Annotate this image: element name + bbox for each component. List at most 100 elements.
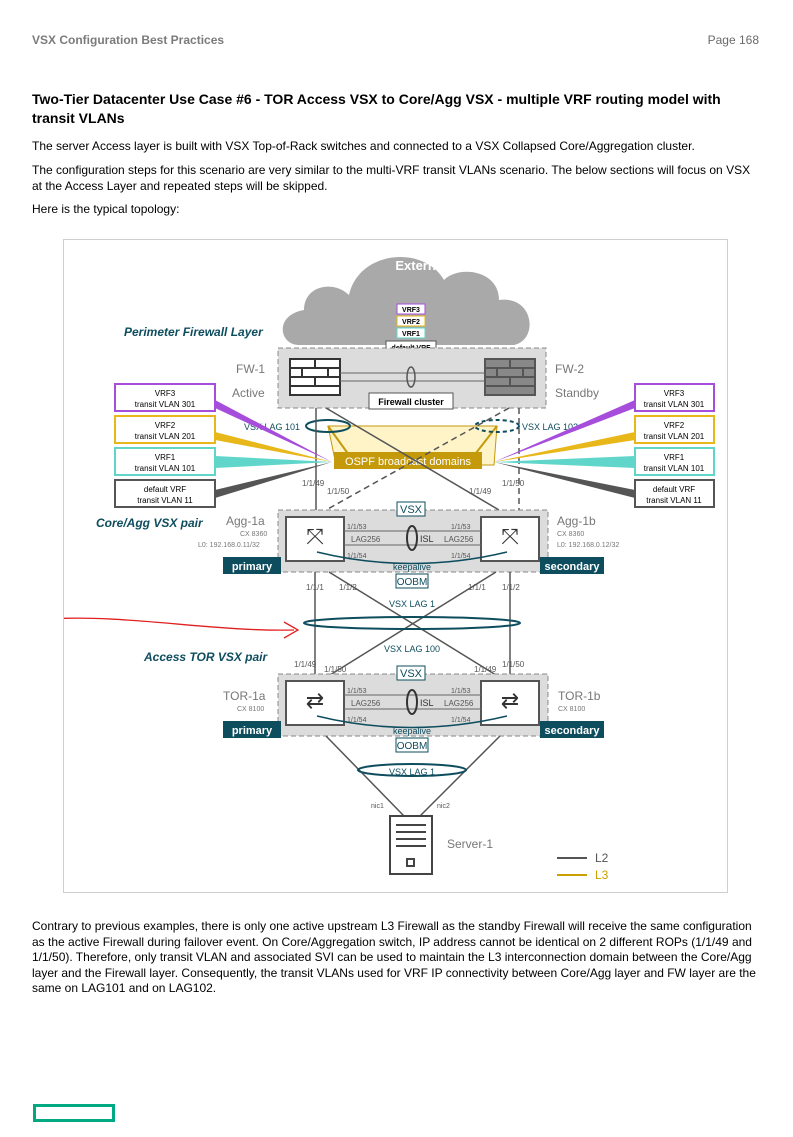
right-default-vrf-name: default VRF: [653, 485, 695, 494]
tor-vsx-label: VSX: [400, 668, 423, 680]
agg1a-role: primary: [232, 561, 273, 573]
agg-oobm-badge: [395, 573, 429, 589]
tor1a-switch-icon: [285, 680, 345, 726]
left-vrf2-name: VRF2: [155, 421, 176, 430]
tor-vsx-badge: [396, 665, 426, 681]
tor1b-switch-icon: [480, 680, 540, 726]
tor1b-port-149: 1/1/49: [474, 665, 497, 674]
red-annotation-arrow-icon: [64, 617, 300, 639]
agg-isl-label: ISL: [420, 534, 434, 544]
agg1a-switch-icon: [285, 516, 345, 562]
external-cloud: External: [282, 257, 530, 345]
right-vrf1-name: VRF1: [664, 453, 685, 462]
nic1-label: nic1: [371, 803, 384, 810]
firewall-cluster-label: Firewall cluster: [378, 397, 444, 407]
right-default-vrf-vlan: transit VLAN 11: [646, 496, 702, 505]
access-layer-label: Access TOR VSX pair: [143, 650, 269, 664]
agg1a-loopback: L0: 192.168.0.11/32: [198, 542, 260, 549]
agg1b-port-11: 1/1/1: [468, 583, 486, 592]
left-vrf1-name: VRF1: [155, 453, 176, 462]
tor1a-lag256: LAG256: [351, 699, 381, 708]
tor-vsx-lag1-label: VSX LAG 1: [389, 767, 435, 777]
topology-diagram: External VRF3 VRF2 VRF1 default VRF Peri…: [63, 239, 728, 893]
right-vrf-boxes: VRF3 transit VLAN 301 VRF2 transit VLAN …: [634, 383, 715, 508]
agg1b-loopback: L0: 192.168.0.12/32: [557, 542, 619, 549]
right-vrf2-vlan: transit VLAN 201: [644, 432, 705, 441]
core-layer-label: Core/Agg VSX pair: [96, 516, 204, 530]
agg1b-port-154: 1/1/54: [451, 553, 471, 560]
agg1b-model: CX 8360: [557, 531, 584, 538]
legend-l2: L2: [595, 851, 609, 865]
left-vrf-boxes: VRF3 transit VLAN 301 VRF2 transit VLAN …: [114, 383, 216, 508]
left-default-vrf-vlan: transit VLAN 11: [137, 496, 193, 505]
agg-vsx-label: VSX: [400, 504, 423, 516]
section-title: Two-Tier Datacenter Use Case #6 - TOR Ac…: [32, 91, 721, 126]
tor1a-role: primary: [232, 725, 273, 737]
fw1-icon: [289, 358, 341, 396]
page-number: Page 168: [707, 33, 759, 47]
left-vrf2-vlan: transit VLAN 201: [135, 432, 196, 441]
left-default-vrf-name: default VRF: [144, 485, 186, 494]
agg1b-port-153: 1/1/53: [451, 524, 471, 531]
nic2-label: nic2: [437, 803, 450, 810]
agg1b-role: secondary: [544, 561, 600, 573]
fw1-name: FW-1: [236, 362, 265, 376]
tor1a-port-150: 1/1/50: [324, 665, 347, 674]
paragraph-intro: The server Access layer is built with VS…: [32, 139, 695, 153]
legend-l3: L3: [595, 868, 609, 882]
server-name: Server-1: [447, 837, 493, 851]
left-vrf3-vlan: transit VLAN 301: [135, 400, 196, 409]
paragraph-topology: Here is the typical topology:: [32, 202, 180, 216]
ospf-label: OSPF broadcast domains: [345, 456, 471, 468]
vsx-lag102-label: VSX LAG 102: [522, 422, 578, 432]
agg-vsx-badge: [396, 501, 426, 517]
right-vrf3-vlan: transit VLAN 301: [644, 400, 705, 409]
tor1b-model: CX 8100: [558, 706, 585, 713]
tor1b-port-153: 1/1/53: [451, 688, 471, 695]
agg1a-model: CX 8360: [240, 531, 267, 538]
agg1b-port-149: 1/1/49: [469, 487, 492, 496]
agg1a-port-150: 1/1/50: [327, 487, 350, 496]
tor1b-arrows-icon: ⇄: [501, 688, 519, 713]
paragraph-steps: The configuration steps for this scenari…: [32, 163, 751, 193]
tor-oobm-label: OOBM: [397, 741, 428, 752]
left-vrf3-name: VRF3: [155, 389, 176, 398]
agg1b-role-badge: [540, 557, 604, 574]
tor1a-role-badge: [223, 721, 281, 738]
agg1a-name: Agg-1a: [226, 514, 265, 528]
tor-isl-label: ISL: [420, 698, 434, 708]
tor1a-port-149: 1/1/49: [294, 660, 317, 669]
agg1a-arrows-icon: ⤧: [306, 524, 324, 549]
stack-vrf3: VRF3: [402, 307, 420, 314]
agg-keepalive-label: keepalive: [393, 562, 431, 572]
agg1a-port-12: 1/1/2: [339, 583, 357, 592]
agg1a-lag256: LAG256: [351, 535, 381, 544]
agg1b-port-150: 1/1/50: [502, 479, 525, 488]
tor1b-name: TOR-1b: [558, 689, 601, 703]
tor1b-role-badge: [540, 721, 604, 738]
ospf-label-box: [334, 452, 482, 469]
right-vrf2-name: VRF2: [664, 421, 685, 430]
vsx-lag101-label: VSX LAG 101: [244, 422, 300, 432]
footer-logo: [33, 1104, 115, 1122]
tor-keepalive-label: keepalive: [393, 726, 431, 736]
running-header: VSX Configuration Best Practices: [32, 33, 225, 47]
agg1b-name: Agg-1b: [557, 514, 596, 528]
agg1b-switch-icon: [480, 516, 540, 562]
tor1b-lag256: LAG256: [444, 699, 474, 708]
perimeter-layer-label: Perimeter Firewall Layer: [124, 325, 264, 339]
server-icon: [389, 815, 433, 875]
right-vrf1-vlan: transit VLAN 101: [644, 464, 705, 473]
agg-vsx-lag1-label: VSX LAG 1: [389, 599, 435, 609]
agg1a-port-149: 1/1/49: [302, 479, 325, 488]
fw2-icon: [484, 358, 536, 396]
firewall-cluster-box: [368, 392, 454, 410]
agg1b-lag256: LAG256: [444, 535, 474, 544]
agg1a-port-153: 1/1/53: [347, 524, 367, 531]
tor1a-port-153: 1/1/53: [347, 688, 367, 695]
tor1a-name: TOR-1a: [223, 689, 266, 703]
stack-vrf2: VRF2: [402, 319, 420, 326]
stack-vrf1: VRF1: [402, 331, 420, 338]
paragraph-explanation: Contrary to previous examples, there is …: [32, 919, 756, 995]
tor1a-model: CX 8100: [237, 706, 264, 713]
